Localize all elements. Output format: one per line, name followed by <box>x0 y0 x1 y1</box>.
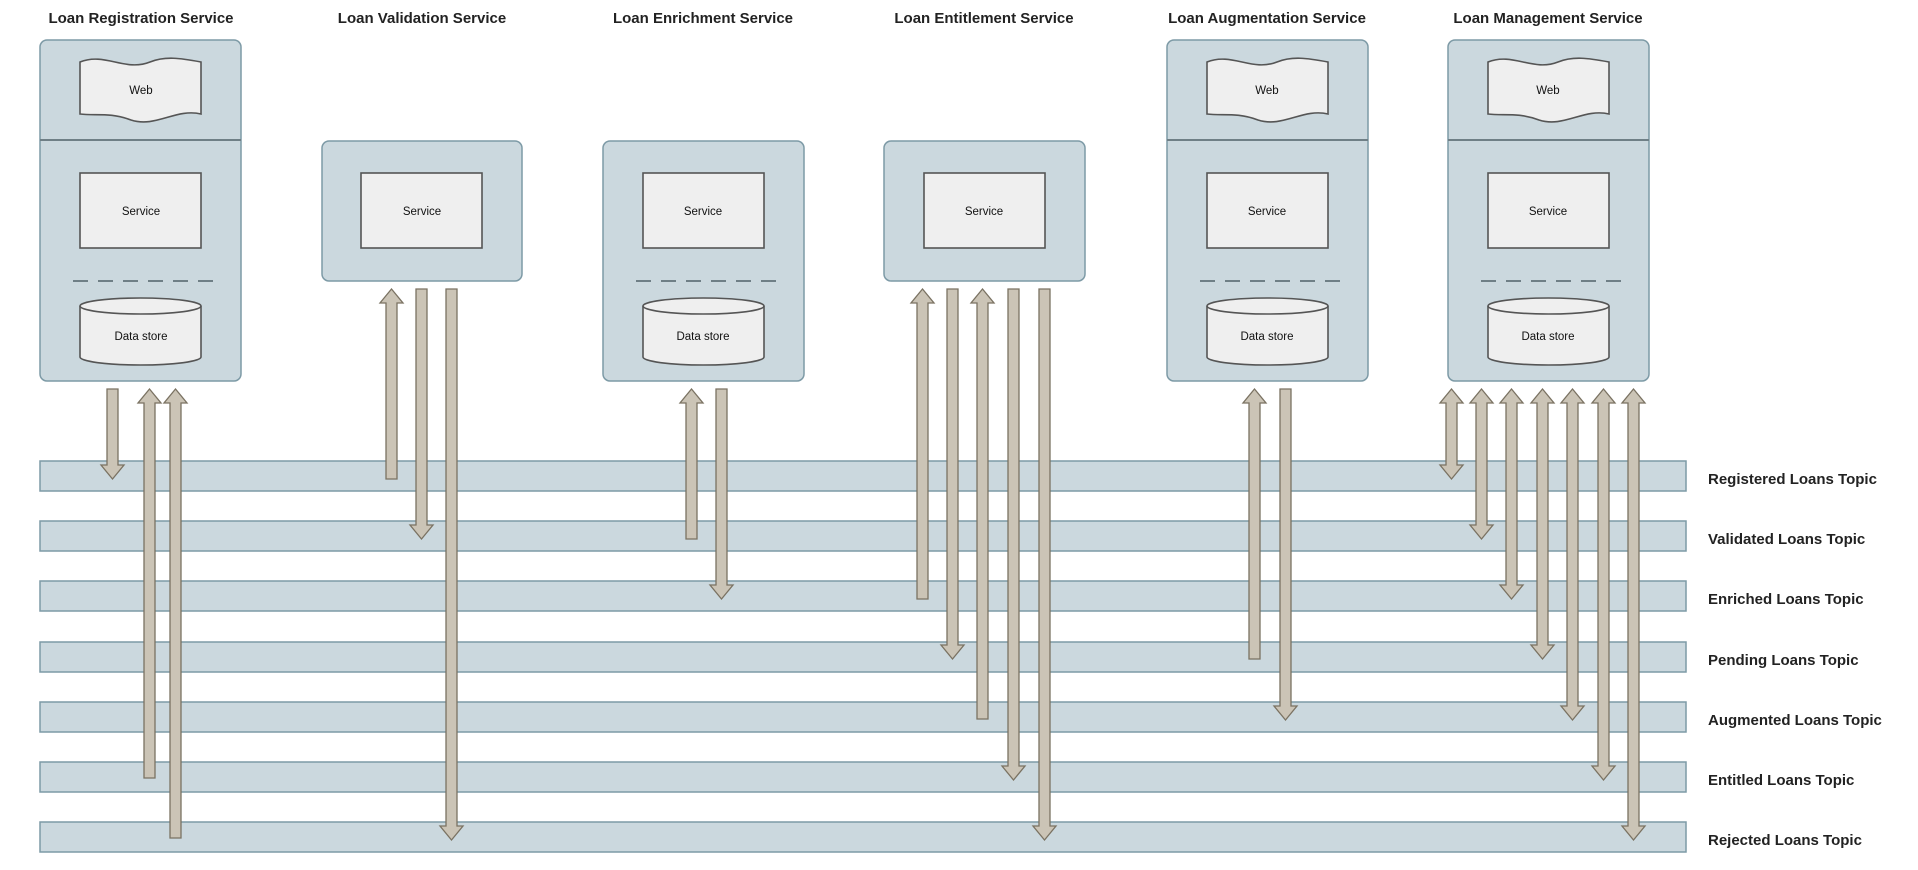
service-component <box>360 172 483 249</box>
topic-bar <box>39 520 1687 552</box>
data-store-cylinder <box>642 297 765 366</box>
arrow-down <box>708 388 735 601</box>
data-store-label: Data store <box>1521 331 1574 343</box>
arrow-down <box>99 388 126 481</box>
topic-bar <box>39 460 1687 492</box>
topic-label: Enriched Loans Topic <box>1708 591 1864 608</box>
service-component <box>923 172 1046 249</box>
data-store-cylinder-top <box>1206 305 1329 315</box>
topic-pending: Pending Loans Topic <box>39 641 1859 673</box>
service-title-management: Loan Management Service <box>1453 10 1642 27</box>
service-label: Service <box>1248 206 1286 218</box>
data-store-label: Data store <box>1240 331 1293 343</box>
data-store-cylinder <box>1206 297 1329 366</box>
service-label: Service <box>684 206 722 218</box>
arrow-down <box>939 288 966 661</box>
topic-registered: Registered Loans Topic <box>39 460 1877 492</box>
arrow-down <box>438 288 465 842</box>
data-store-cylinder-top <box>1487 305 1610 315</box>
arrow-up <box>162 387 189 839</box>
arrow-up <box>136 387 163 779</box>
service-registration: Web Service Data store <box>39 39 242 382</box>
data-store-label: Data store <box>676 331 729 343</box>
service-label: Service <box>122 206 160 218</box>
topic-label: Pending Loans Topic <box>1708 652 1859 669</box>
web-label: Web <box>1536 85 1559 97</box>
service-title-registration: Loan Registration Service <box>48 10 233 27</box>
topic-entitled: Entitled Loans Topic <box>39 761 1854 793</box>
service-label: Service <box>965 206 1003 218</box>
arrow-bidirectional <box>1438 387 1465 481</box>
topic-label: Entitled Loans Topic <box>1708 772 1854 789</box>
arrow-down <box>408 288 435 541</box>
web-component <box>1206 57 1329 123</box>
service-augmentation: Web Service Data store <box>1166 39 1369 382</box>
service-component <box>642 172 765 249</box>
arrow-down <box>1031 288 1058 842</box>
arrow-up <box>1241 387 1268 660</box>
web-component <box>79 57 202 123</box>
service-component <box>1487 172 1610 249</box>
service-label: Service <box>1529 206 1567 218</box>
data-store-cylinder <box>79 297 202 366</box>
arrow-bidirectional <box>1620 387 1647 842</box>
data-store-cylinder-top <box>642 305 765 315</box>
topic-bar <box>39 701 1687 733</box>
arrows-layer <box>99 287 1647 842</box>
topic-rejected: Rejected Loans Topic <box>39 821 1862 853</box>
data-store-cylinder <box>1487 297 1610 366</box>
topic-bar <box>39 761 1687 793</box>
data-store-label: Data store <box>114 331 167 343</box>
topic-bar <box>39 821 1687 853</box>
topic-augmented: Augmented Loans Topic <box>39 701 1882 733</box>
arrow-bidirectional <box>1529 387 1556 661</box>
arrow-up <box>969 287 996 720</box>
service-title-augmentation: Loan Augmentation Service <box>1168 10 1366 27</box>
service-validation: Service <box>321 140 523 282</box>
service-component <box>79 172 202 249</box>
service-entitlement: Service <box>883 140 1086 282</box>
service-title-entitlement: Loan Entitlement Service <box>894 10 1073 27</box>
topic-bar <box>39 641 1687 673</box>
topic-enriched: Enriched Loans Topic <box>39 580 1864 612</box>
arrow-bidirectional <box>1590 387 1617 782</box>
topic-validated: Validated Loans Topic <box>39 520 1865 552</box>
topic-label: Rejected Loans Topic <box>1708 832 1862 849</box>
service-label: Service <box>403 206 441 218</box>
arrow-down <box>1000 288 1027 782</box>
service-title-enrichment: Loan Enrichment Service <box>613 10 793 27</box>
topic-bar <box>39 580 1687 612</box>
service-title-validation: Loan Validation Service <box>338 10 506 27</box>
data-store-cylinder-top <box>79 305 202 315</box>
arrow-down <box>1272 388 1299 722</box>
service-management: Web Service Data store <box>1447 39 1650 382</box>
web-component <box>1487 57 1610 123</box>
web-label: Web <box>1255 85 1278 97</box>
service-component <box>1206 172 1329 249</box>
arrow-up <box>378 287 405 480</box>
arrow-bidirectional <box>1498 387 1525 601</box>
arrow-bidirectional <box>1468 387 1495 541</box>
topic-label: Validated Loans Topic <box>1708 531 1865 548</box>
topic-label: Augmented Loans Topic <box>1708 712 1882 729</box>
topic-label: Registered Loans Topic <box>1708 471 1877 488</box>
arrow-up <box>678 387 705 540</box>
web-label: Web <box>129 85 152 97</box>
arrow-up <box>909 287 936 600</box>
service-enrichment: Service Data store <box>602 140 805 382</box>
arrow-bidirectional <box>1559 387 1586 722</box>
